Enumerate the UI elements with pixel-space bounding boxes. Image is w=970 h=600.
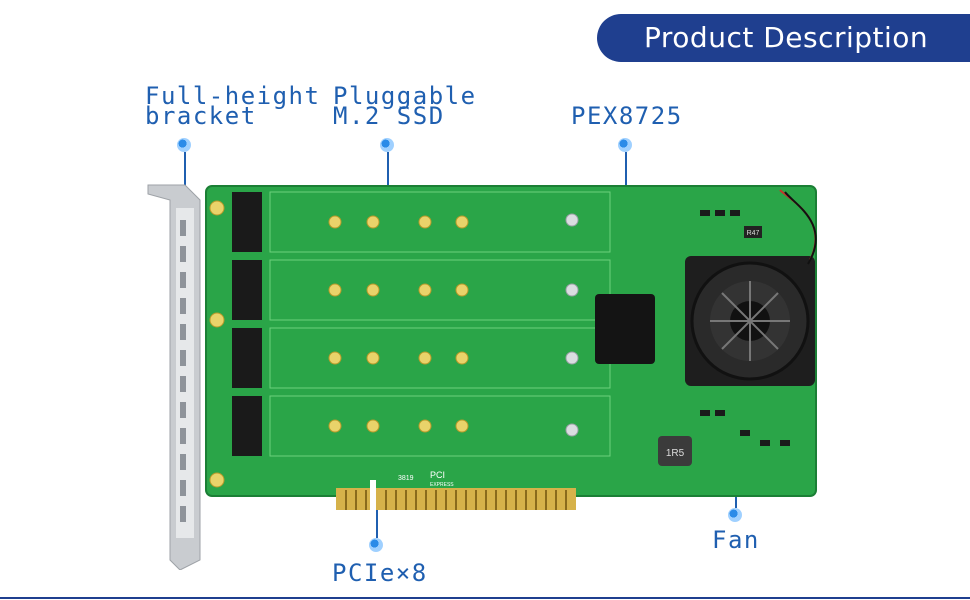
bottom-divider (0, 597, 970, 599)
label-bracket-2: bracket (145, 102, 257, 130)
resistor (744, 226, 762, 238)
bracket-line (184, 152, 186, 192)
label-ssd-1: Pluggable (333, 82, 477, 110)
fan-dot (728, 508, 742, 522)
pci-logo-line1: PCI (430, 470, 445, 480)
bracket-dot (177, 138, 191, 152)
pci-logo-line2: EXPRESS (430, 482, 454, 488)
chip-dot (618, 138, 632, 152)
label-bracket-1: Full-height (145, 82, 321, 110)
label-pcie: PCIe×8 (332, 559, 428, 587)
inductor (658, 436, 692, 466)
pex-chip (595, 294, 655, 364)
pcie-edge-connector (336, 470, 576, 510)
label-chip: PEX8725 (571, 102, 683, 130)
label-ssd-2: M.2 SSD (333, 102, 445, 130)
bracket (147, 184, 201, 570)
inductor-label: 1R5 (666, 448, 685, 459)
pcie-card-illustration: 1R5 R47 PCI EXPRESS 3819 (147, 184, 817, 570)
product-description-banner: Product Description (597, 14, 970, 62)
m2-slots (209, 191, 611, 488)
label-fan: Fan (712, 526, 760, 554)
ssd-dot (380, 138, 394, 152)
cooling-fan (685, 189, 817, 386)
pcie-dot (369, 538, 383, 552)
serial-mark: 3819 (398, 475, 414, 482)
resistor-label: R47 (747, 230, 760, 237)
